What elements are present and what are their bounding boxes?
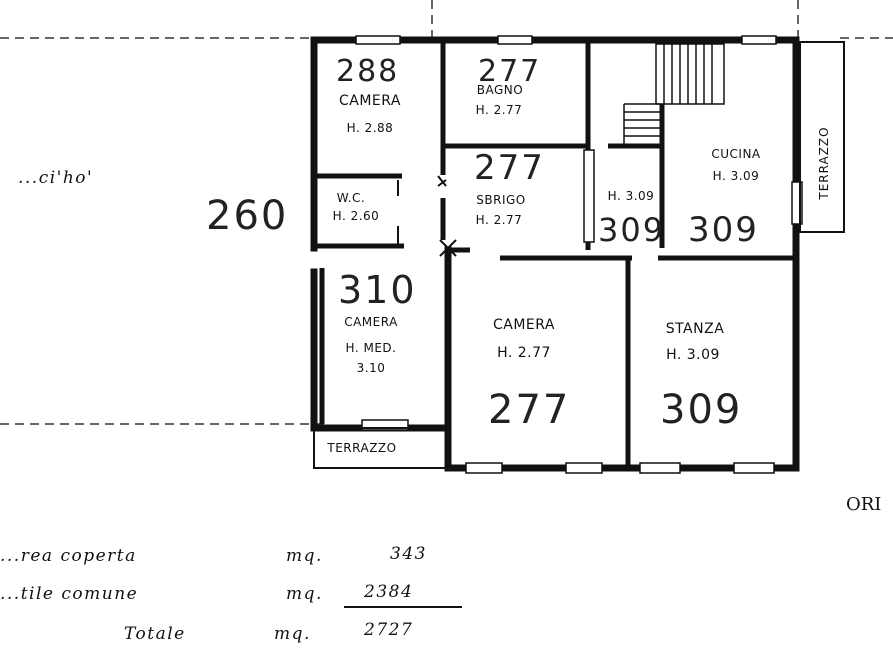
- big-height-bagno: 277: [478, 54, 542, 89]
- terrace-bottom-label: TERRAZZO: [327, 441, 397, 455]
- terrace-right: [799, 41, 845, 233]
- orientation-fragment: ORI: [846, 494, 882, 515]
- big-height-stanza: 309: [660, 387, 743, 433]
- totals-row-label: ...tile comune: [0, 584, 139, 604]
- room-label-wc: W.C.: [336, 191, 366, 205]
- room-height-camera-lower-left: H. MED.: [345, 341, 397, 355]
- room-label-bagno: BAGNO: [476, 83, 524, 97]
- big-height-cucina: 309: [688, 210, 759, 250]
- room-height-camera-top-left: H. 2.88: [346, 121, 394, 135]
- room-height-cucina: H. 3.09: [712, 169, 760, 183]
- room-height-stanza: H. 3.09: [666, 347, 720, 363]
- big-height-sbrigo: 277: [474, 148, 545, 188]
- room-height-sbrigo: H. 2.77: [475, 213, 523, 227]
- room-label-sbrigo: SBRIGO: [476, 193, 526, 207]
- staircase: [623, 43, 725, 146]
- terrace-bottom: [313, 427, 447, 469]
- windows: [355, 35, 803, 474]
- totals-row-value: 2384: [364, 582, 414, 602]
- big-height-corridor: 309: [598, 211, 666, 249]
- property-boundary-lines: [0, 0, 893, 425]
- big-height-camera-lower-left: 310: [338, 268, 417, 312]
- room-label-camera-top-left: CAMERA: [338, 93, 401, 109]
- height-260-annotation: 260: [206, 193, 289, 239]
- totals-total-value: 2727: [364, 620, 414, 640]
- corridor-height: H. 3.09: [607, 189, 655, 203]
- totals-row-value: 343: [390, 544, 427, 564]
- room-height-value-camera-lower-left: 3.10: [356, 361, 386, 375]
- totals-total-unit: mq.: [274, 624, 311, 644]
- totals-sum-line: [344, 606, 462, 608]
- room-label-cucina: CUCINA: [711, 147, 761, 161]
- big-height-camera-center: 277: [488, 387, 571, 433]
- big-height-camera-top-left: 288: [336, 54, 400, 89]
- left-handwritten-note: ...ci'ho': [18, 168, 94, 188]
- totals-row-unit: mq.: [286, 584, 323, 604]
- door-marks: [397, 175, 457, 257]
- totals-row-label: ...rea coperta: [0, 546, 137, 566]
- interior-walls: [314, 40, 796, 468]
- room-label-stanza: STANZA: [665, 321, 725, 337]
- totals-row-unit: mq.: [286, 546, 323, 566]
- room-label-camera-lower-left: CAMERA: [344, 315, 398, 329]
- room-label-camera-center: CAMERA: [492, 317, 555, 333]
- room-height-wc: H. 2.60: [332, 209, 380, 223]
- terrace-right-label: TERRAZZO: [817, 126, 831, 200]
- totals-total-label: Totale: [124, 624, 186, 644]
- room-height-camera-center: H. 2.77: [497, 345, 551, 361]
- room-height-bagno: H. 2.77: [475, 103, 523, 117]
